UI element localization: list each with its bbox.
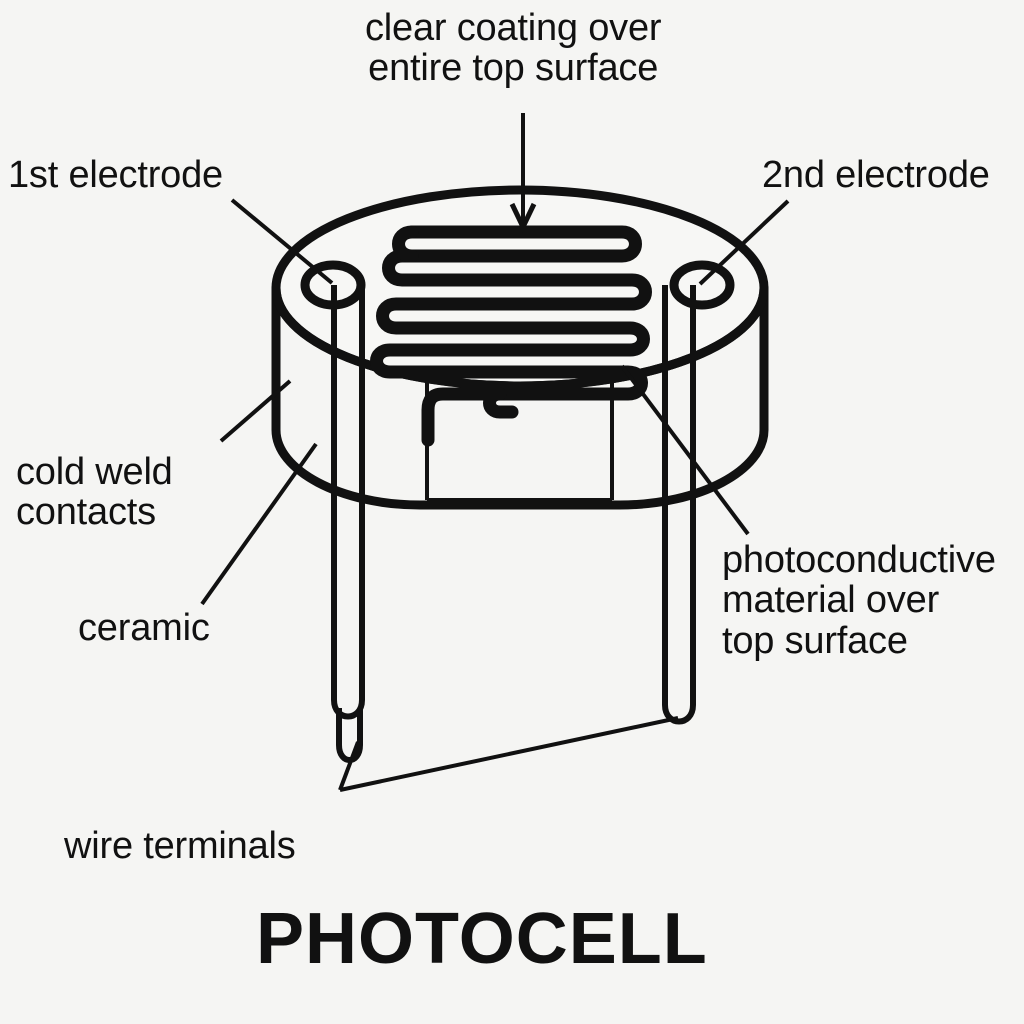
serpentine-trace	[370, 225, 652, 447]
leader-photoconductive	[620, 364, 750, 536]
label-cold-weld-contacts: cold weld contacts	[16, 451, 173, 534]
body-silhouette	[271, 283, 769, 510]
label-photoconductive-material: photoconductive material over top surfac…	[722, 539, 996, 662]
diagram-title: PHOTOCELL	[256, 899, 708, 979]
ceramic-body	[271, 283, 769, 510]
label-second-electrode: 2nd electrode	[762, 154, 990, 196]
leader-second-electrode	[698, 199, 790, 286]
label-first-electrode: 1st electrode	[8, 154, 223, 196]
label-ceramic: ceramic	[78, 607, 210, 649]
leader-ceramic	[200, 442, 318, 606]
leader-lines	[200, 113, 790, 792]
top-rim-front-arc	[271, 287, 769, 391]
arrowhead-clear-coating	[509, 202, 537, 233]
leader-wire-terminal-left	[338, 741, 360, 791]
leader-cold-weld	[219, 379, 292, 443]
wire-terminal-right	[662, 285, 696, 725]
leader-first-electrode	[230, 198, 334, 285]
leader-wire-terminal-right	[339, 716, 679, 792]
wire-terminal-left	[331, 285, 365, 720]
label-wire-terminals: wire terminals	[64, 825, 296, 867]
label-clear-coating: clear coating over entire top surface	[365, 7, 662, 90]
second-electrode-hole	[669, 260, 735, 310]
